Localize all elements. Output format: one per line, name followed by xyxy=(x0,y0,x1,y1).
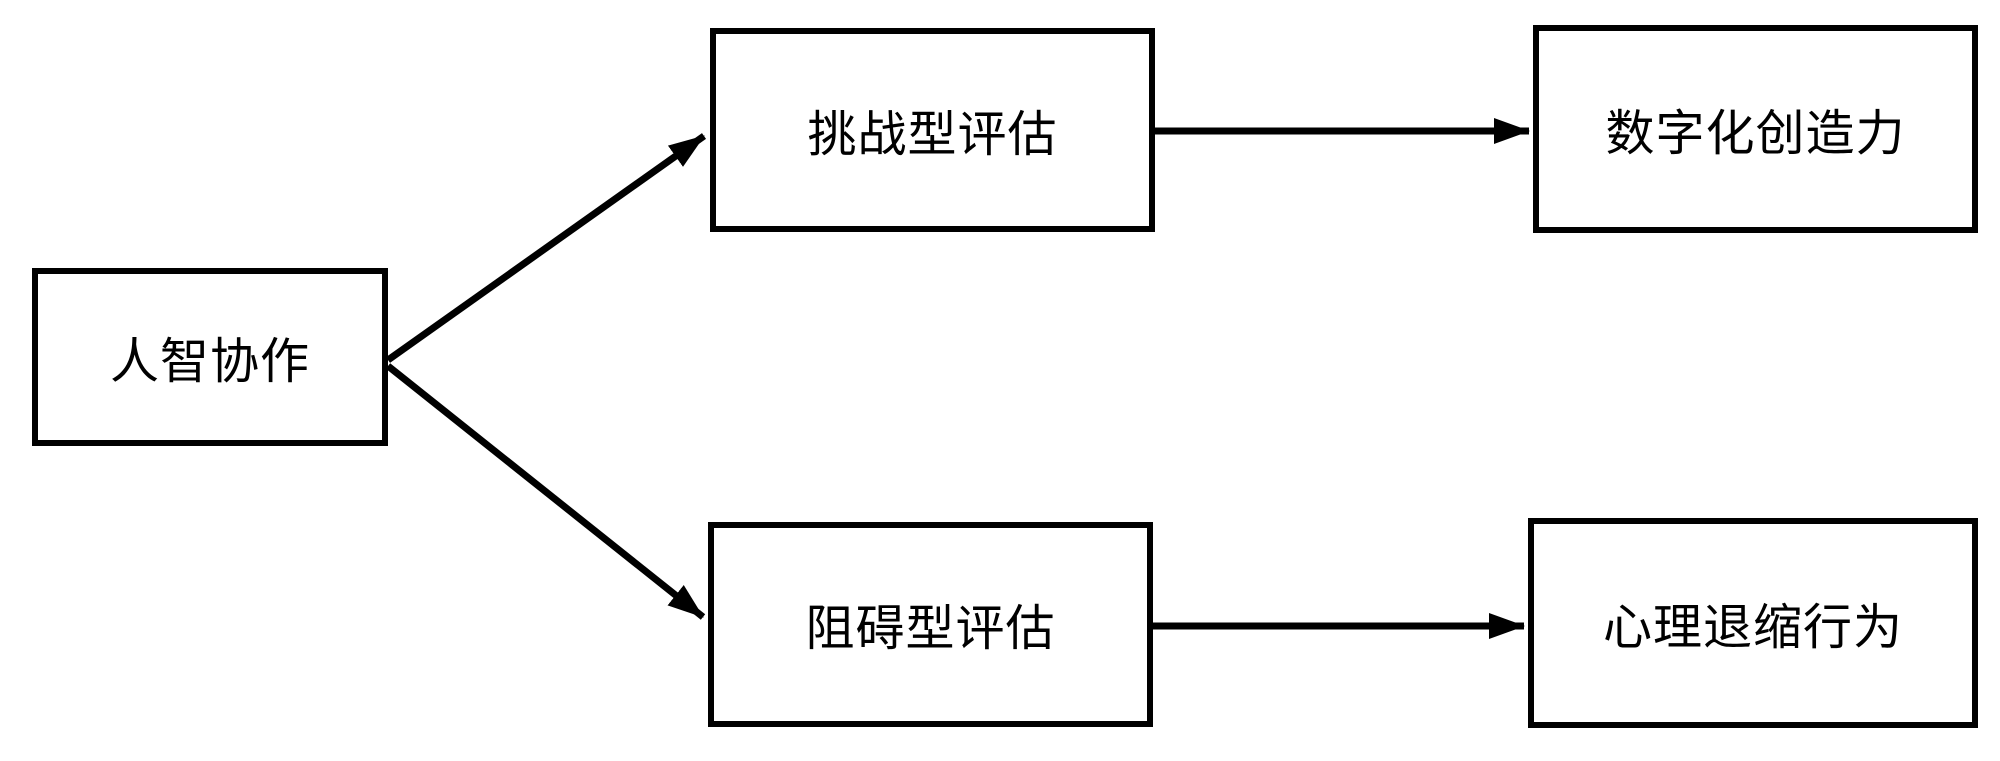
node-challenge-appraisal: 挑战型评估 xyxy=(710,28,1155,232)
node-label: 人智协作 xyxy=(109,333,310,389)
node-psych-withdrawal-behavior: 心理退缩行为 xyxy=(1528,518,1978,728)
node-label: 阻碍型评估 xyxy=(805,601,1056,656)
node-human-ai-collaboration: 人智协作 xyxy=(32,268,388,446)
node-label: 数字化创造力 xyxy=(1605,105,1906,161)
node-hindrance-appraisal: 阻碍型评估 xyxy=(708,522,1153,727)
node-digital-creativity: 数字化创造力 xyxy=(1533,25,1978,233)
node-label: 挑战型评估 xyxy=(807,106,1058,162)
node-label: 心理退缩行为 xyxy=(1602,599,1903,655)
edge-hac-to-hindrance xyxy=(385,363,706,620)
edge-hac-to-challenge xyxy=(385,133,707,363)
